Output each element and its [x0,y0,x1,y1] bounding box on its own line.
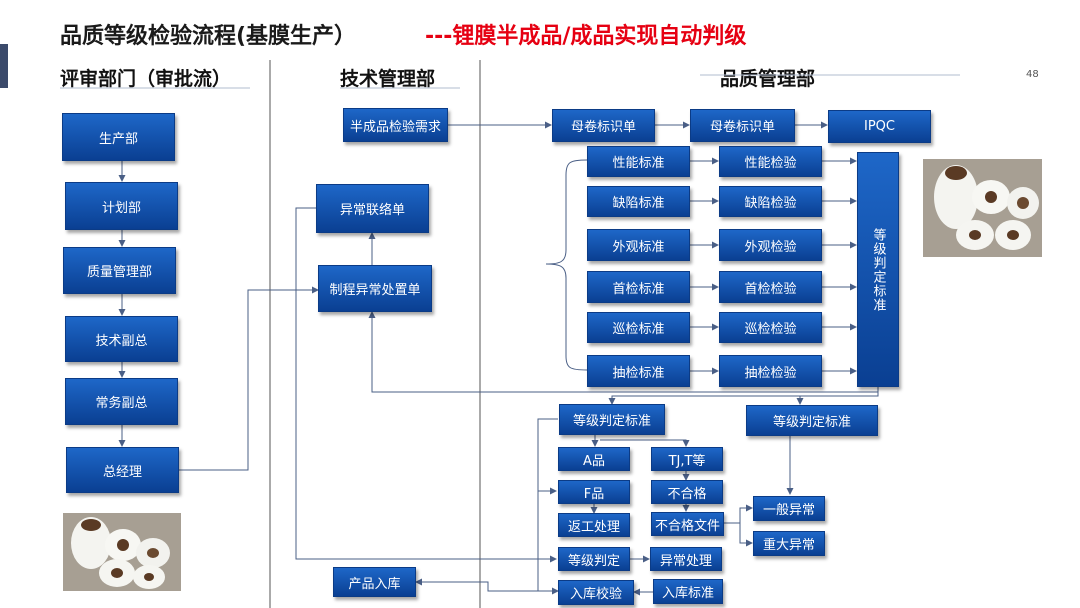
nonconforming-box[interactable]: 不合格 [651,480,723,504]
approval-step-quality[interactable]: 质量管理部 [63,247,176,294]
grade-judgment-standard-a[interactable]: 等级判定标准 [559,404,665,435]
warehousing-standard[interactable]: 入库标准 [653,579,723,604]
column-header-quality: 品质管理部 [720,68,816,90]
major-abnormality[interactable]: 重大异常 [753,531,825,556]
standard-patrol-check[interactable]: 巡检标准 [587,312,690,343]
approval-step-general-manager[interactable]: 总经理 [66,447,179,493]
slide-accent-bar [0,44,8,88]
grade-judgment-standard-b[interactable]: 等级判定标准 [746,405,878,436]
inspection-appearance[interactable]: 外观检验 [719,229,822,261]
general-abnormality[interactable]: 一般异常 [753,496,825,521]
approval-step-production[interactable]: 生产部 [62,113,175,161]
inspection-defect[interactable]: 缺陷检验 [719,186,822,217]
exception-contact-form[interactable]: 异常联络单 [316,184,429,233]
process-exception-handling-form[interactable]: 制程异常处置单 [318,265,432,312]
nonconforming-file[interactable]: 不合格文件 [651,512,724,536]
approval-step-exec-vp[interactable]: 常务副总 [65,378,178,425]
film-rolls-illustration-right [923,159,1042,257]
standard-defect[interactable]: 缺陷标准 [587,186,690,217]
film-rolls-photo-right [923,159,1042,257]
grade-f-product[interactable]: F品 [558,480,630,504]
approval-step-planning[interactable]: 计划部 [65,182,178,230]
grade-tj-t[interactable]: TJ,T等 [651,447,723,471]
standard-first-check[interactable]: 首检标准 [587,271,690,303]
rework-handling[interactable]: 返工处理 [558,513,630,537]
product-warehousing[interactable]: 产品入库 [333,567,416,597]
page-title: 品质等级检验流程(基膜生产） [60,24,357,49]
inspection-patrol-check[interactable]: 巡检检验 [719,312,822,343]
grade-judgment[interactable]: 等级判定 [558,547,630,571]
page-subtitle: ---锂膜半成品/成品实现自动判级 [425,24,747,49]
mother-roll-label-1[interactable]: 母卷标识单 [552,109,655,142]
standard-performance[interactable]: 性能标准 [587,146,690,177]
mother-roll-label-2[interactable]: 母卷标识单 [690,109,795,142]
grade-judgment-standard-vertical[interactable]: 等级判定标准 [857,152,899,387]
inspection-first-check[interactable]: 首检检验 [719,271,822,303]
film-rolls-photo [63,513,181,591]
film-rolls-illustration [63,513,181,591]
standard-sampling[interactable]: 抽检标准 [587,355,690,387]
abnormality-handling[interactable]: 异常处理 [650,547,722,571]
inspection-sampling[interactable]: 抽检检验 [719,355,822,387]
ipqc-box[interactable]: IPQC [828,110,931,143]
warehousing-check[interactable]: 入库校验 [558,580,634,605]
inspection-performance[interactable]: 性能检验 [719,146,822,177]
semi-product-inspection-demand[interactable]: 半成品检验需求 [343,108,448,142]
standard-appearance[interactable]: 外观标准 [587,229,690,261]
column-header-tech: 技术管理部 [340,68,436,90]
column-header-approval: 评审部门（审批流） [60,68,232,90]
page-number: 48 [1026,69,1039,80]
grade-a-product[interactable]: A品 [558,447,630,471]
approval-step-tech-vp[interactable]: 技术副总 [65,316,178,362]
